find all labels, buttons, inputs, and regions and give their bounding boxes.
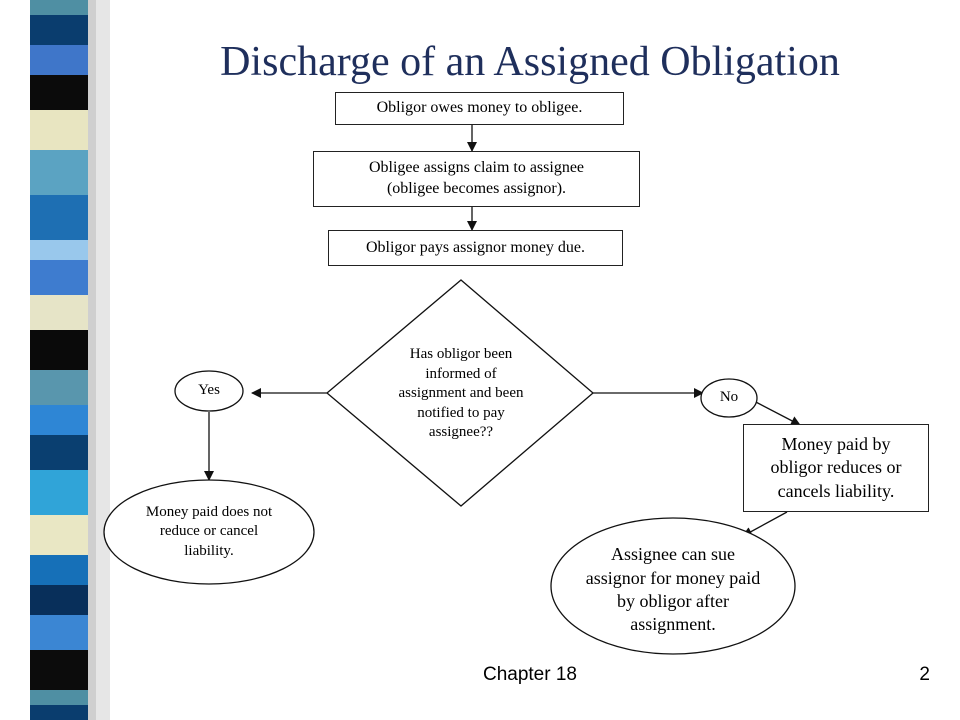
stripe-block (30, 585, 88, 615)
stripe-block (30, 260, 88, 295)
decorative-stripe (30, 0, 110, 720)
assignee-sue-ellipse (550, 517, 796, 655)
no-oval (700, 378, 758, 418)
footer-page-number: 2 (919, 664, 930, 685)
obligor-owes-box: Obligor owes money to obligee. (335, 92, 624, 125)
footer-chapter: Chapter 18 (482, 664, 577, 685)
obligor-pays-box: Obligor pays assignor money due. (328, 230, 623, 266)
stripe-block (30, 295, 88, 330)
stripe-block (30, 650, 88, 690)
stripe-block (30, 515, 88, 555)
decision-text: Has obligor been informed of assignment … (398, 346, 524, 441)
stripe-block (30, 15, 88, 45)
not-reduce-ellipse (103, 479, 315, 585)
obligee-assigns-box: Obligee assigns claim to assignee (oblig… (313, 151, 640, 207)
stripe-block (30, 435, 88, 470)
yes-oval (174, 370, 244, 412)
not-reduce-text: Money paid does not reduce or cancel lia… (145, 503, 273, 559)
arrow-reduces-to-sue (742, 511, 788, 537)
stripe-block (30, 240, 88, 260)
stripe-block (30, 110, 88, 150)
yes-label: Yes (198, 382, 220, 399)
stripe-block (30, 405, 88, 435)
assignee-sue-text: Assignee can sue assignor for money paid… (585, 544, 761, 635)
arrow-no-to-reduces (751, 399, 801, 426)
stripe-block (30, 0, 88, 15)
stripe-block (30, 555, 88, 585)
reduces-box: Money paid by obligor reduces or cancels… (743, 424, 929, 512)
stripe-block (30, 470, 88, 515)
stripe-block (30, 45, 88, 75)
stripe-block (30, 370, 88, 405)
stripe-block (30, 75, 88, 110)
stripe-block (30, 195, 88, 240)
slide-title: Discharge of an Assigned Obligation (220, 39, 840, 85)
stripe-block (30, 150, 88, 195)
stripe-block (30, 615, 88, 650)
stripe-block (30, 705, 88, 720)
no-label: No (719, 389, 739, 406)
decision-diamond (325, 279, 594, 507)
stripe-block (30, 690, 88, 705)
stripe-block (30, 330, 88, 370)
